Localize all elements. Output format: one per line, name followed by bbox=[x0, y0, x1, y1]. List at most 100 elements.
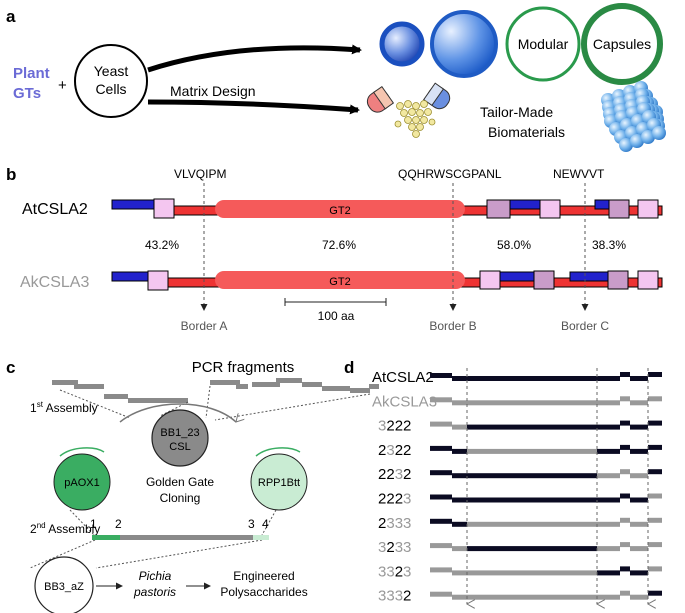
chimera-label: 2232 bbox=[378, 466, 411, 483]
chimera-segment bbox=[430, 421, 452, 427]
first-assembly-label: 1st Assembly bbox=[30, 400, 98, 415]
chimera-segment bbox=[620, 444, 630, 450]
chimera-segment bbox=[597, 376, 620, 381]
chimera-label: 3323 bbox=[378, 563, 411, 580]
chimera-segment bbox=[430, 373, 452, 378]
chimera-label: 2322 bbox=[378, 442, 411, 459]
gene-label-atcsla2: AtCSLA2 bbox=[22, 201, 88, 218]
second-assembly-label: 2nd Assembly bbox=[30, 521, 100, 536]
chimera-segment bbox=[452, 570, 467, 576]
pichia-line1: Pichia bbox=[139, 569, 172, 583]
capsules-circle bbox=[581, 3, 663, 85]
chimera-segment bbox=[467, 448, 597, 454]
chimera-segment bbox=[467, 594, 597, 600]
paox1-arc bbox=[59, 447, 105, 457]
assembly-dotted-lines bbox=[59, 385, 371, 421]
panel-label-b: b bbox=[6, 165, 16, 184]
border-a-label: Border A bbox=[181, 319, 228, 333]
chimera-segment bbox=[597, 400, 620, 406]
engineered-line2: Polysaccharides bbox=[220, 585, 307, 599]
motif-newvvt: NEWVVT bbox=[553, 167, 605, 181]
chimera-segment bbox=[452, 376, 467, 381]
panel-label-d: d bbox=[344, 358, 354, 377]
capsules-label: Capsules bbox=[593, 36, 651, 52]
modular-label: Modular bbox=[518, 36, 569, 52]
chimera-segment bbox=[648, 517, 662, 523]
chimera-segment bbox=[630, 424, 648, 430]
plus-sign: + bbox=[58, 77, 67, 94]
tailor-made-line1: Tailor-Made bbox=[480, 104, 553, 120]
position-4: 4 bbox=[262, 517, 269, 531]
chimera-label: 2333 bbox=[378, 515, 411, 532]
arrow-to-capsules bbox=[147, 44, 362, 73]
lattice-sphere bbox=[641, 130, 655, 144]
chimera-segment bbox=[630, 376, 648, 381]
chimera-segment bbox=[467, 521, 597, 527]
paox1-circle bbox=[53, 453, 111, 511]
chimera-segment bbox=[597, 473, 620, 479]
border-b-label: Border B bbox=[429, 319, 476, 333]
rpp1btt-label: RPP1Btt bbox=[258, 477, 300, 489]
panel-label-a: a bbox=[6, 7, 16, 26]
identity-c: 58.0% bbox=[497, 238, 531, 252]
atcsla2-protein-bar bbox=[111, 198, 663, 219]
chimera-segment bbox=[597, 424, 620, 430]
chimera-segment bbox=[430, 518, 452, 524]
matrix-design-label: Matrix Design bbox=[170, 83, 256, 99]
chimera-label: 3332 bbox=[378, 588, 411, 605]
chimera-label: 3233 bbox=[378, 539, 411, 556]
yeast-line2: Cells bbox=[95, 81, 126, 97]
chimera-segment bbox=[430, 567, 452, 573]
border-c-label: Border C bbox=[561, 319, 609, 333]
chimera-segment bbox=[467, 424, 597, 430]
chimera-segment bbox=[620, 566, 630, 572]
identity-d: 38.3% bbox=[592, 238, 626, 252]
chimera-segment bbox=[620, 372, 630, 377]
chimera-label: 3222 bbox=[378, 418, 411, 435]
chimera-segment bbox=[452, 448, 467, 454]
chimera-segment bbox=[648, 542, 662, 548]
motif-qqhrwscgpanl: QQHRWSCGPANL bbox=[398, 167, 502, 181]
chimera-segment bbox=[597, 570, 620, 576]
chimera-segment bbox=[620, 396, 630, 402]
chimera-segment bbox=[648, 590, 662, 596]
gt2-domain-top: GT2 bbox=[329, 205, 350, 217]
small-capsule-sphere bbox=[379, 21, 425, 67]
yeast-line1: Yeast bbox=[94, 63, 129, 79]
chimera-segment bbox=[620, 542, 630, 548]
lattice-sphere bbox=[652, 126, 666, 140]
chimera-segment bbox=[597, 448, 620, 454]
second-assembly-dotted-lines bbox=[29, 509, 277, 569]
chimera-segment bbox=[430, 591, 452, 597]
bb1-23-circle bbox=[151, 409, 209, 467]
yeast-cell-circle bbox=[74, 44, 148, 118]
chimera-segment bbox=[648, 372, 662, 377]
akcsla3-protein-bar bbox=[111, 270, 663, 291]
chimera-segment bbox=[648, 420, 662, 426]
arrow-to-biomaterials bbox=[147, 99, 360, 115]
rpp1btt-arc bbox=[255, 447, 301, 457]
chimera-segment bbox=[452, 546, 467, 552]
pcr-fragments-title: PCR fragments bbox=[192, 359, 295, 376]
chimera-segment bbox=[630, 400, 648, 406]
scale-bar bbox=[284, 298, 387, 306]
chimera-segment bbox=[467, 400, 597, 406]
bb1-23-line1: BB1_23 bbox=[160, 427, 199, 439]
chimera-segment bbox=[597, 497, 620, 503]
modular-circle bbox=[505, 6, 581, 82]
chimera-segment bbox=[467, 497, 597, 503]
bb3-az-label: BB3_aZ bbox=[44, 581, 84, 593]
chimera-segment bbox=[430, 470, 452, 476]
bb3-az-circle bbox=[34, 556, 94, 613]
chimera-rows: AtCSLA2AkCSLA332222322223222232333323333… bbox=[372, 369, 662, 605]
chimera-segment bbox=[630, 521, 648, 527]
chimera-segment bbox=[630, 473, 648, 479]
chimera-segment bbox=[620, 420, 630, 426]
chimera-segment bbox=[648, 566, 662, 572]
chimera-label: AkCSLA3 bbox=[372, 393, 437, 410]
chimera-segment bbox=[620, 469, 630, 475]
chimera-segment bbox=[452, 594, 467, 600]
chimera-segment bbox=[648, 396, 662, 402]
tailor-made-line2: Biomaterials bbox=[488, 124, 565, 140]
chimera-segment bbox=[452, 400, 467, 406]
